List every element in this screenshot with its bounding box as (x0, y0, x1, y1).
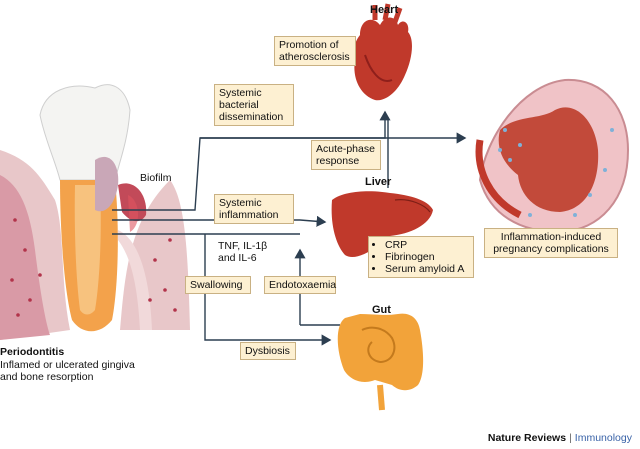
journal-credit: Nature Reviews|Immunology (488, 432, 632, 444)
systemic-bacterial-line-3: dissemination (219, 111, 284, 123)
pregnancy-line-2: pregnancy complications (493, 243, 609, 255)
periodontitis-title: Periodontitis (0, 346, 65, 358)
cytokines-line-2: and IL-6 (218, 252, 257, 264)
pathway-arrows (112, 110, 467, 346)
systemic-inflammation-line-1: Systemic (219, 197, 262, 209)
swallowing-box: Swallowing (185, 276, 251, 294)
endotoxaemia-label: Endotoxaemia (269, 279, 337, 291)
credit-separator: | (569, 432, 572, 444)
systemic-bacterial-line-2: bacterial (219, 99, 259, 111)
liver-title: Liver (365, 176, 392, 188)
systemic-inflammation-box: Systemic inflammation (214, 194, 294, 224)
cytokines-line-1: TNF, IL-1β (218, 240, 268, 252)
endotoxaemia-box: Endotoxaemia (264, 276, 336, 294)
promotion-line-1: Promotion of (279, 39, 339, 51)
dysbiosis-label: Dysbiosis (245, 345, 290, 357)
gut-illustration (337, 313, 424, 411)
journal-name: Nature Reviews (487, 432, 567, 444)
acute-phase-line-2: response (316, 155, 360, 167)
liver-marker-item: Fibrinogen (385, 251, 469, 263)
liver-marker-item: Serum amyloid A (385, 263, 469, 275)
pregnancy-illustration (475, 78, 630, 234)
systemic-bacterial-dissemination-box: Systemic bacterial dissemination (214, 84, 294, 126)
dysbiosis-box: Dysbiosis (240, 342, 296, 360)
journal-section: Immunology (574, 432, 632, 444)
gut-title: Gut (372, 304, 391, 316)
heart-illustration (353, 3, 412, 101)
periodontitis-desc-line-2: and bone resorption (0, 371, 94, 383)
liver-markers-box: CRP Fibrinogen Serum amyloid A (368, 236, 474, 278)
systemic-bacterial-line-1: Systemic (219, 87, 262, 99)
swallowing-label: Swallowing (190, 279, 243, 291)
biofilm-label: Biofilm (140, 172, 172, 184)
pregnancy-complications-box: Inflammation-induced pregnancy complicat… (484, 228, 618, 258)
promotion-atherosclerosis-box: Promotion of atherosclerosis (274, 36, 356, 66)
promotion-line-2: atherosclerosis (279, 51, 350, 63)
pregnancy-line-1: Inflammation-induced (500, 231, 602, 243)
liver-illustration (331, 191, 433, 258)
periodontitis-desc-line-1: Inflamed or ulcerated gingiva (0, 359, 135, 371)
acute-phase-response-box: Acute-phase response (311, 140, 381, 170)
heart-title: Heart (370, 4, 399, 16)
liver-markers-list: CRP Fibrinogen Serum amyloid A (373, 239, 469, 275)
tooth-illustration (0, 84, 190, 340)
acute-phase-line-1: Acute-phase (316, 143, 375, 155)
liver-marker-item: CRP (385, 239, 469, 251)
systemic-inflammation-line-2: inflammation (219, 209, 279, 221)
